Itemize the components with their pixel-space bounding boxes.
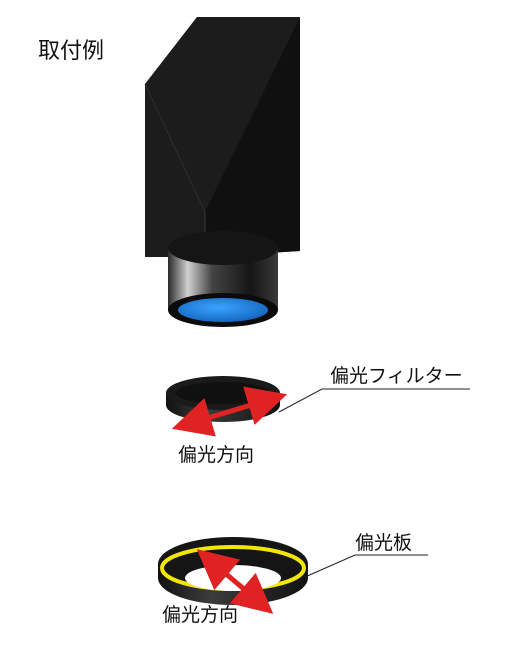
lens	[168, 231, 278, 327]
camera-right-face	[205, 17, 300, 257]
plate-leader-line	[304, 554, 428, 578]
filter-ring-hole	[176, 382, 270, 404]
filter-leader-line	[278, 388, 470, 413]
page-title: 取付例	[38, 39, 104, 64]
filter-label: 偏光フィルター	[330, 365, 463, 387]
lens-barrel-top	[168, 231, 278, 265]
lens-glass	[178, 298, 268, 322]
filter-direction-label: 偏光方向	[178, 444, 254, 466]
filter-polarization-arrow	[171, 386, 288, 437]
plate-label: 偏光板	[355, 532, 412, 554]
camera	[144, 17, 300, 257]
polarizing-plate	[158, 537, 308, 614]
camera-edge-top	[144, 83, 206, 213]
plate-direction-label: 偏光方向	[162, 604, 238, 626]
plate-polarization-arrow	[196, 549, 274, 614]
polarizing-filter	[166, 376, 288, 437]
